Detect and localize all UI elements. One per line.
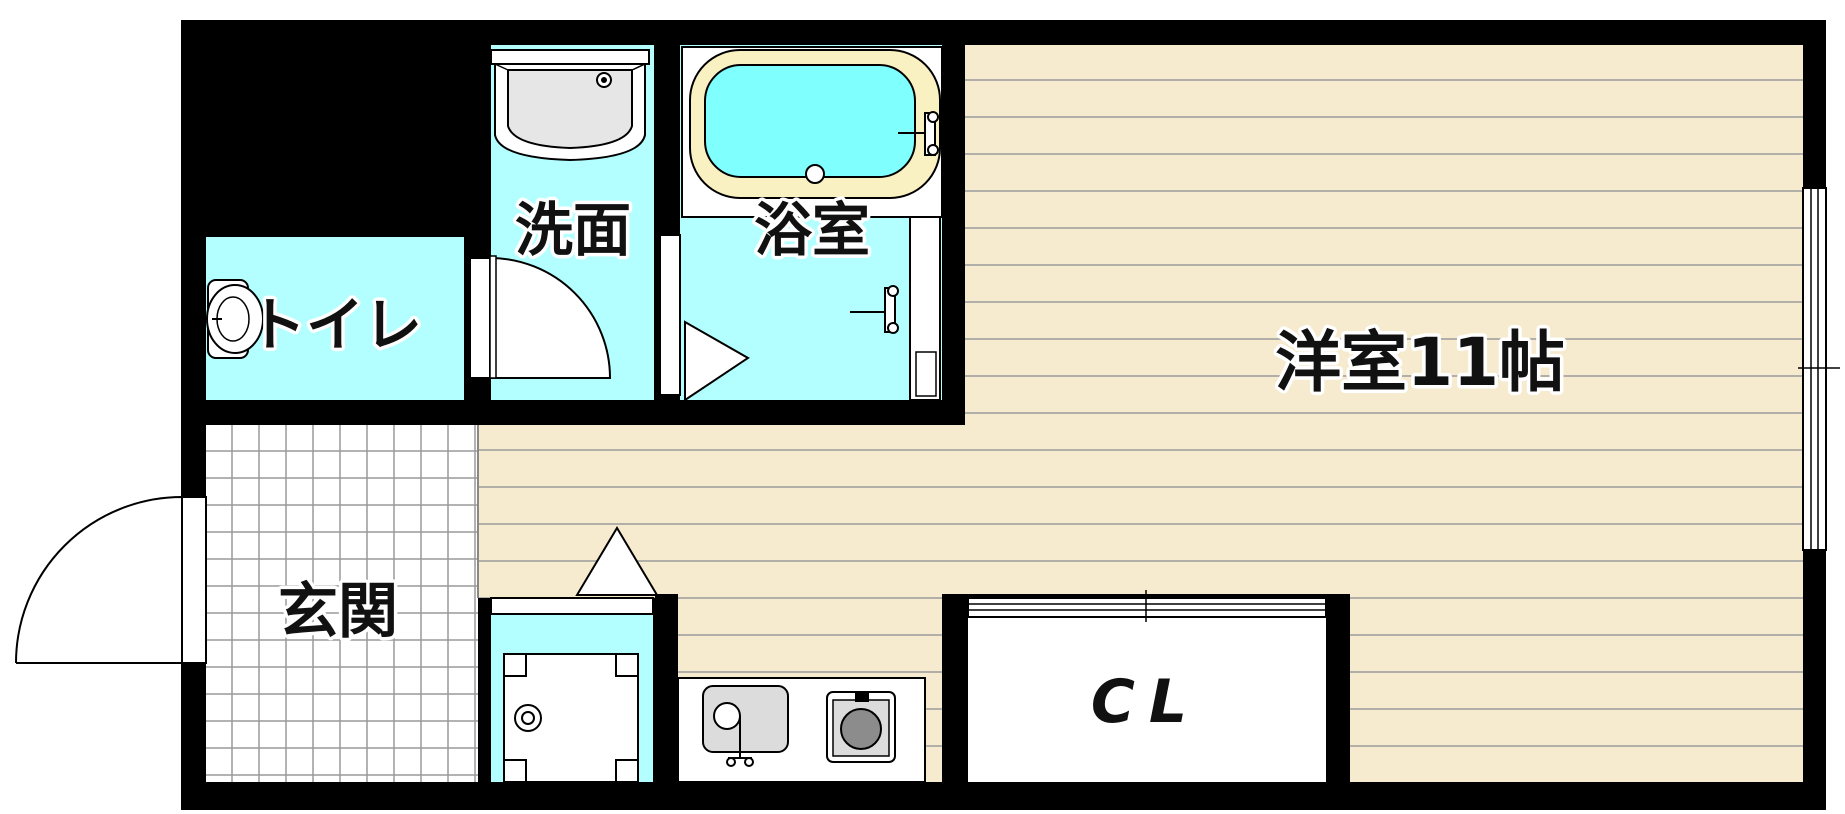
bathroom-label: 浴室: [754, 196, 870, 264]
closet: [967, 590, 1327, 782]
kitchen-counter: [677, 677, 926, 783]
entry-door-frame: [181, 496, 207, 664]
sink-icon: [702, 685, 789, 767]
washroom-door-frame: [469, 257, 491, 379]
western-room-label: 洋室11帖: [1275, 324, 1565, 401]
entrance: [15, 425, 479, 782]
washroom-door-leaf: [489, 255, 497, 379]
entrance-label: 玄関: [278, 577, 398, 647]
washroom: [469, 45, 654, 400]
toilet-room: [206, 237, 464, 400]
closet-label: CL: [1091, 667, 1201, 737]
washroom-label: 洗面: [515, 196, 631, 264]
washing-machine-pan-icon: [503, 653, 639, 783]
bathroom: [659, 45, 943, 402]
toilet-label: トイレ: [248, 291, 422, 359]
laundry-area: [490, 526, 659, 783]
bathtub-icon: [681, 46, 943, 218]
entrance-tile-lines: [206, 425, 478, 782]
washbasin-icon: [490, 49, 650, 162]
bathroom-door: [659, 234, 681, 396]
right-window: [1798, 187, 1840, 551]
laundry-door-lintel: [490, 597, 654, 615]
entry-door-swing: [15, 495, 183, 664]
washroom-door-swing: [489, 256, 612, 379]
bathroom-door-arrow: [684, 320, 750, 402]
entry-direction-arrow: [575, 526, 659, 596]
toilet-bowl-icon: [206, 279, 264, 359]
closet-rail: [967, 597, 1327, 618]
shower-faucet-icon: [850, 216, 941, 401]
stove-icon: [826, 691, 896, 763]
